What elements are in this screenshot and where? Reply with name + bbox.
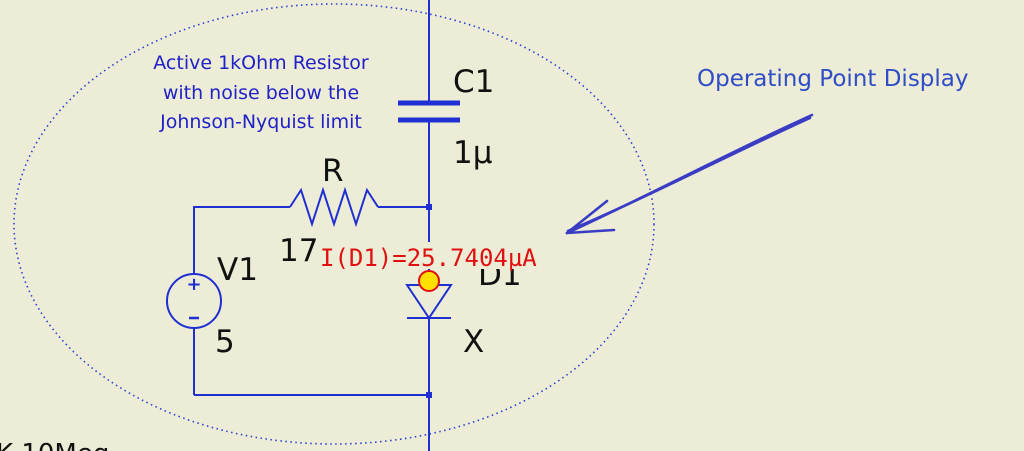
voltage-source-circle [166,273,222,329]
cutoff-label: K 10Meg [0,439,109,451]
wire-resistor-left [193,206,290,274]
callout-arrowhead-lower [565,228,616,235]
junction-dot [426,204,432,210]
diode-value-label: X [463,324,484,360]
capacitor-value-label: 1µ [453,135,492,171]
plus-sign: + [186,274,201,295]
resistor-value-label: 17 [279,233,318,269]
source-name-label: V1 [217,252,258,288]
source-value-label: 5 [215,324,235,360]
capacitor-symbol[interactable] [398,100,460,123]
callout-arrow [565,113,814,235]
callout-arrowhead-upper [565,199,609,235]
callout-arrow-shaft-stroke [566,116,812,233]
annotation-line-3: Johnson-Nyquist limit [159,111,362,133]
probe-current-readout: I(D1)=25.7404µA [320,244,537,272]
probe-label-background [316,242,546,269]
annotation-line-2: with noise below the [163,82,359,104]
resistor-symbol[interactable] [289,186,379,228]
resistor-name-label: R [322,153,344,189]
annotation-line-1: Active 1kOhm Resistor [153,52,369,74]
grouping-ellipse [13,3,655,445]
capacitor-name-label: C1 [453,64,494,100]
probe-marker-dot[interactable] [418,270,440,292]
callout-label: Operating Point Display [697,66,969,92]
voltage-source-symbol[interactable]: + [166,273,222,329]
junction-dot [426,392,432,398]
